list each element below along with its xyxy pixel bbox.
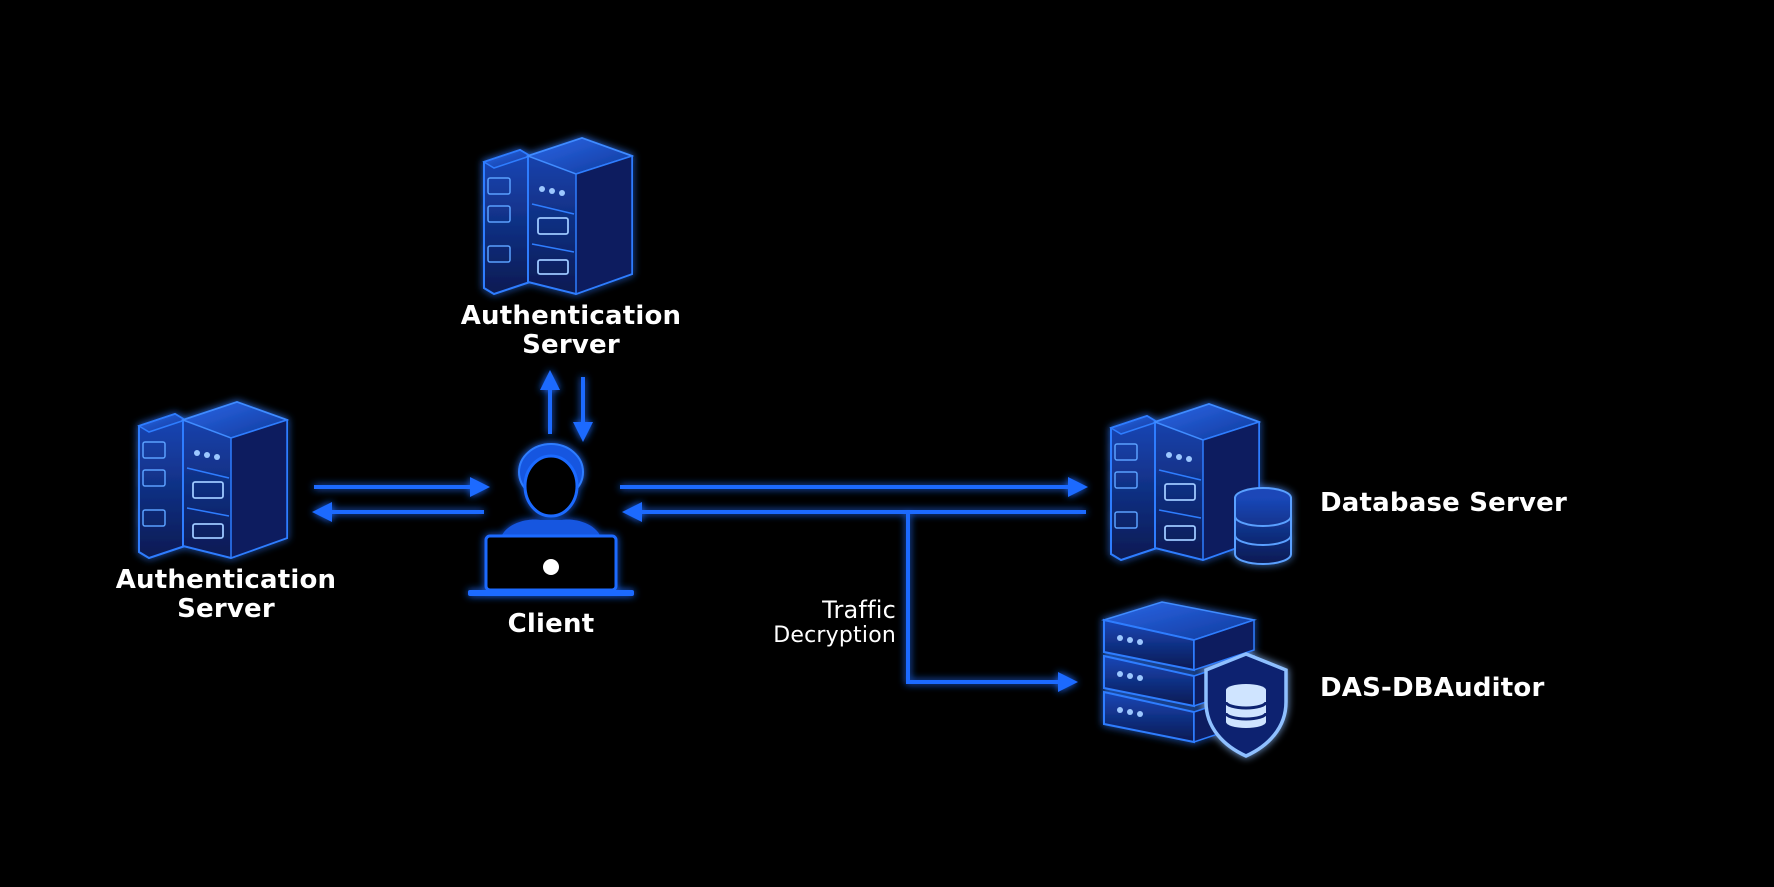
auth-server-top-icon <box>483 137 633 295</box>
database-server-icon <box>1110 403 1292 565</box>
auth-server-left-icon <box>138 401 288 559</box>
shield-database-icon <box>1101 601 1288 758</box>
auditor-label: DAS-DBAuditor <box>1320 673 1545 703</box>
database-server-label: Database Server <box>1320 488 1568 518</box>
connectors <box>312 370 1088 692</box>
client-label: Client <box>507 609 595 639</box>
arrow-to-auditor <box>906 512 1078 692</box>
user-laptop-icon <box>468 443 634 596</box>
